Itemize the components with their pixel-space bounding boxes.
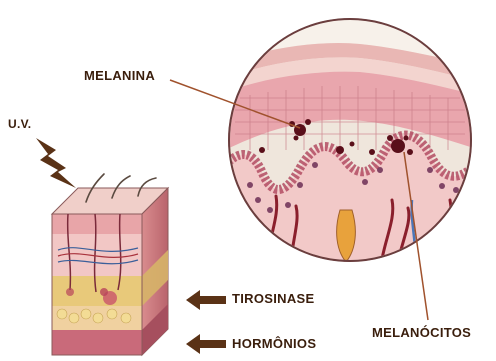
left-arrow-icon xyxy=(186,334,226,354)
magnified-skin-circle xyxy=(220,15,480,275)
melanocitos-label: MELANÓCITOS xyxy=(372,325,471,340)
skin-cross-section-block xyxy=(52,174,168,355)
left-arrow-icon xyxy=(186,290,226,310)
lightning-bolt-icon xyxy=(36,138,76,188)
uv-label: U.V. xyxy=(8,117,31,131)
melanina-label: MELANINA xyxy=(84,68,155,83)
tirosinase-label: TIROSINASE xyxy=(232,291,314,306)
hormonios-label: HORMÔNIOS xyxy=(232,336,316,351)
